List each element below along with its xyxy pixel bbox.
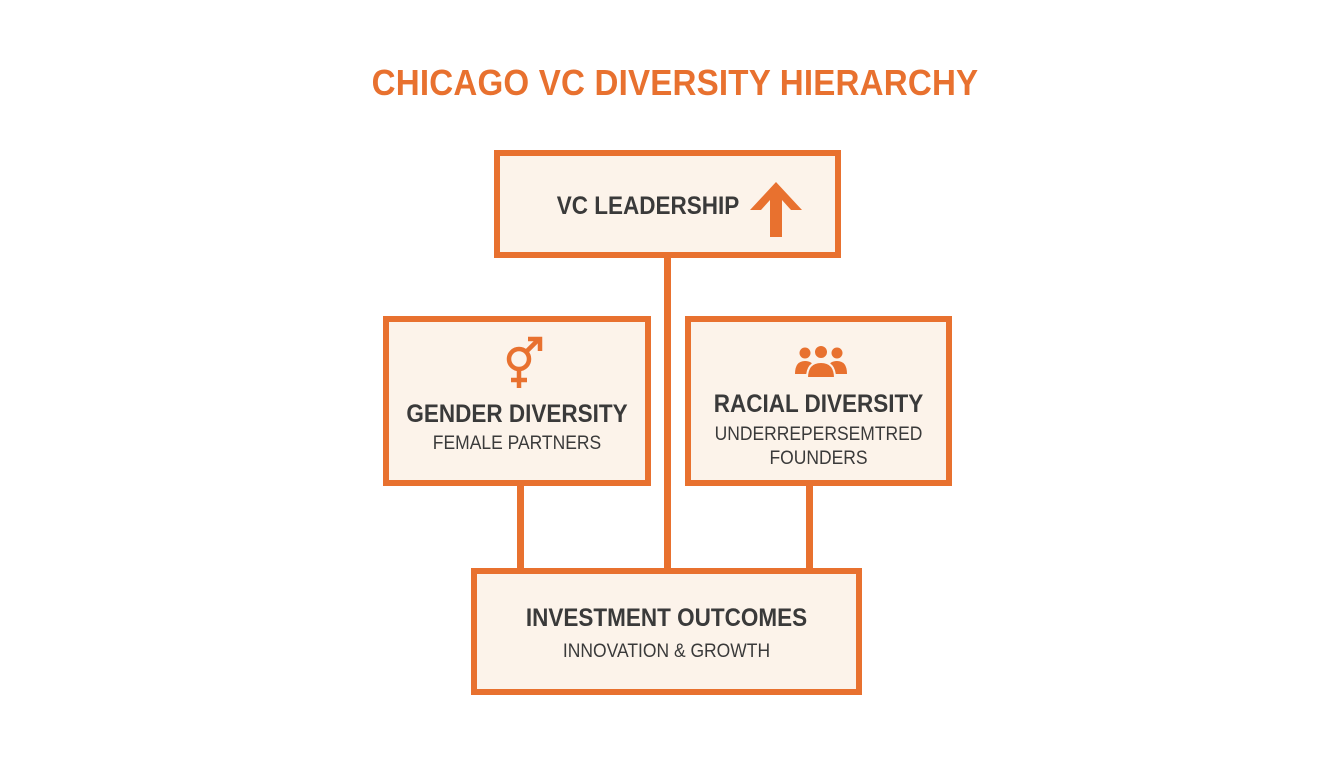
diagram-title: CHICAGO VC DIVERSITY HIERARCHY xyxy=(371,62,979,103)
node-gender-diversity-label: GENDER DIVERSITY xyxy=(406,400,628,428)
arrow-up-icon xyxy=(750,182,802,237)
node-racial-diversity-sublabel-line1: UNDERREPERSEMTRED xyxy=(714,424,923,445)
node-vc-leadership: VC LEADERSHIP xyxy=(494,150,841,258)
node-racial-diversity-label: RACIAL DIVERSITY xyxy=(713,390,924,418)
connector-leadership-outcomes xyxy=(664,256,671,570)
node-investment-outcomes: INVESTMENT OUTCOMES INNOVATION & GROWTH xyxy=(471,568,862,695)
node-racial-diversity: RACIAL DIVERSITY UNDERREPERSEMTRED FOUND… xyxy=(685,316,952,486)
connector-gender-outcomes xyxy=(517,484,524,570)
node-vc-leadership-label: VC LEADERSHIP xyxy=(556,192,740,220)
node-gender-diversity: GENDER DIVERSITY FEMALE PARTNERS xyxy=(383,316,651,486)
connector-racial-outcomes xyxy=(806,484,813,570)
gender-symbol-icon xyxy=(506,336,543,388)
node-investment-outcomes-label: INVESTMENT OUTCOMES xyxy=(525,604,808,632)
node-racial-diversity-sublabel-line2: FOUNDERS xyxy=(769,448,868,469)
people-group-icon xyxy=(795,344,847,379)
node-gender-diversity-sublabel: FEMALE PARTNERS xyxy=(432,433,602,454)
node-investment-outcomes-sublabel: INNOVATION & GROWTH xyxy=(562,641,771,662)
